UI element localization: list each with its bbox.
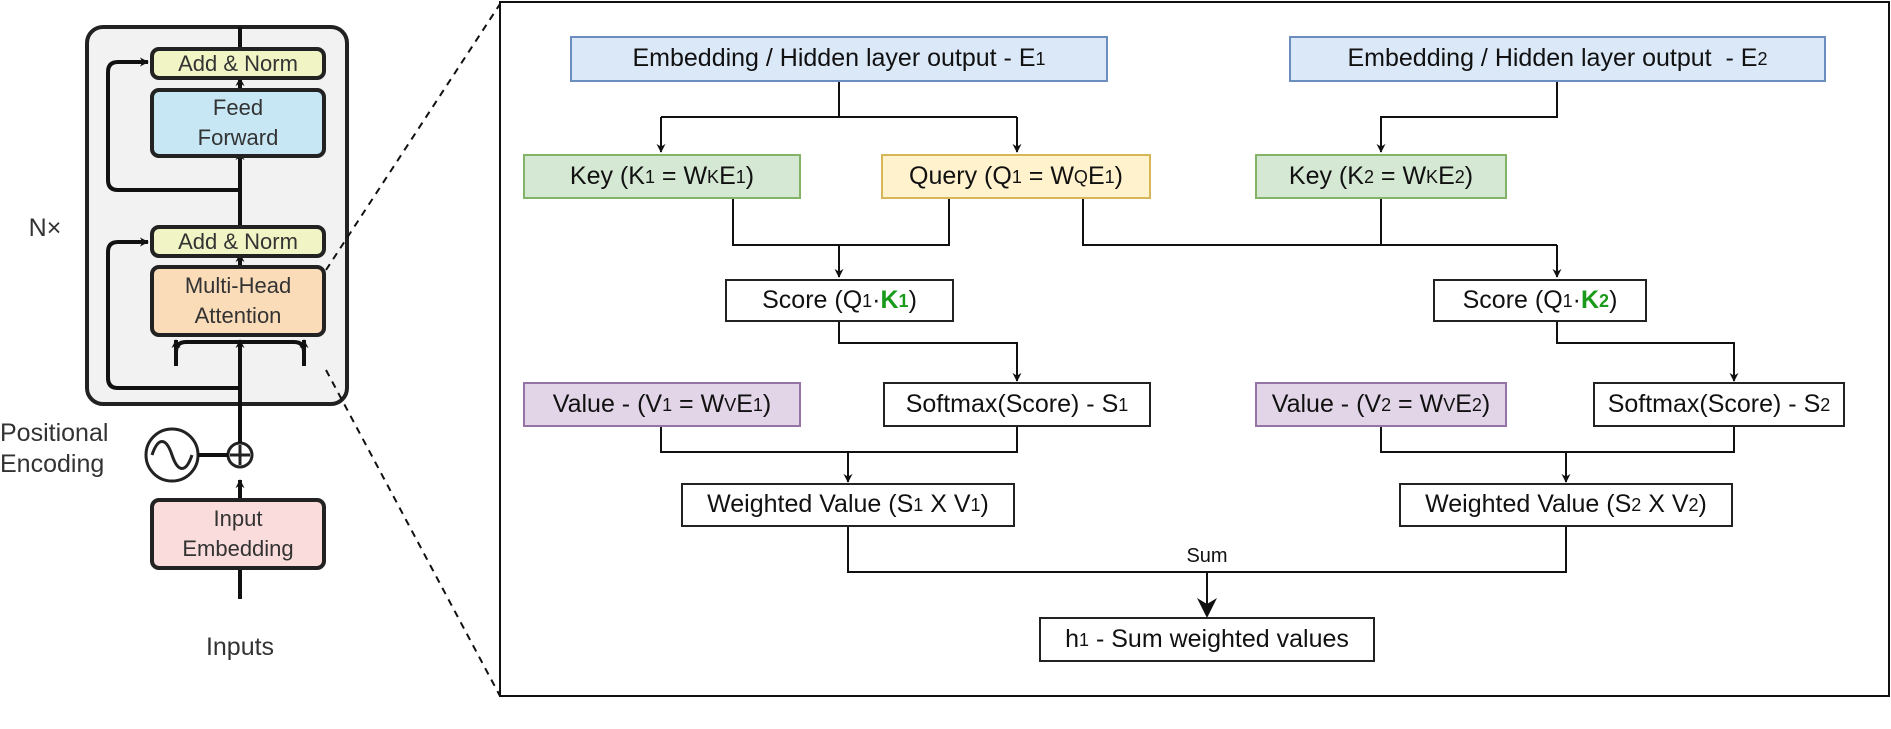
add-norm-top: Add & Norm [150,47,326,80]
query-q1-post: ) [1114,161,1123,190]
residual-feedforward [106,57,240,192]
zoom-line-bottom [325,369,501,697]
embedding-e1-text: Embedding / Hidden layer output - E [632,44,1036,73]
query-q1-pre: Query (Q [909,161,1012,190]
key-k2-mid: = W [1373,161,1427,190]
input-embedding-line1: Input [213,506,263,532]
key-k1-post: ) [745,161,755,190]
residual-attention [106,237,240,390]
weighted-1-mid: X V [923,490,971,519]
key-k2-e: E [1438,161,1455,190]
inputs-label: Inputs [205,633,275,661]
h1-pre: h [1065,624,1080,653]
embedding-e2-text: Embedding / Hidden layer output - E [1347,44,1758,73]
key-k1-e: E [719,161,736,190]
add-norm-bottom: Add & Norm [150,225,326,258]
score-1-dot: · [872,285,881,314]
key-k2-post: ) [1464,161,1474,190]
key-k1-pre: Key (K [569,161,645,190]
detail-panel [499,1,1890,697]
query-q1-mid: = W [1021,161,1074,190]
value-v1-e: E [736,389,753,418]
feed-forward-line1: Feed [212,95,264,121]
value-v2-e: E [1455,389,1472,418]
value-v1-post: ) [762,389,772,418]
positional-encoding-label: Positional Encoding [0,418,140,481]
query-q1-e: E [1087,161,1105,190]
pos-enc-line2: Encoding [0,450,105,479]
feed-forward: Feed Forward [150,88,326,158]
key-k2-pre: Key (K [1288,161,1364,190]
mha-line2: Attention [194,303,282,328]
softmax-s1-text: Softmax(Score) - S [905,389,1119,418]
value-v2-mid: = W [1391,389,1444,418]
zoom-line-top [325,3,501,271]
sum-label: Sum [1177,544,1237,568]
score-1-pre: Score (Q [762,285,863,314]
encoder-block [85,25,349,406]
score-2-pre: Score (Q [1462,285,1563,314]
h1-post: - Sum weighted values [1089,624,1349,653]
key-k1-mid: = W [654,161,708,190]
add-norm-bottom-label: Add & Norm [178,228,298,254]
weighted-2-pre: Weighted Value (S [1425,490,1632,519]
weighted-1-pre: Weighted Value (S [707,490,914,519]
multi-head-attention: Multi-Head Attention [150,265,326,337]
value-v2-post: ) [1481,389,1491,418]
weighted-2-mid: X V [1641,490,1689,519]
score-1-post: ) [908,285,917,314]
score-2-dot: · [1572,285,1581,314]
score-1-k: K [880,285,899,314]
value-v2-pre: Value - (V [1271,389,1382,418]
score-2-k: K [1580,285,1600,314]
feed-forward-line2: Forward [197,125,279,150]
add-norm-top-label: Add & Norm [178,50,298,76]
input-embedding: Input Embedding [150,498,326,570]
pos-enc-line1: Positional [0,419,109,447]
value-v1-pre: Value - (V [552,389,663,418]
value-v1-mid: = W [672,389,725,418]
sum-label-text: Sum [1186,545,1228,567]
weighted-2-post: ) [1698,490,1707,519]
mha-line1: Multi-Head [184,273,292,299]
nx-label: N× [28,214,62,242]
input-embedding-line2: Embedding [182,536,294,561]
softmax-s2-text: Softmax(Score) - S [1607,389,1821,418]
score-2-post: ) [1609,285,1618,314]
weighted-1-post: ) [980,490,989,519]
